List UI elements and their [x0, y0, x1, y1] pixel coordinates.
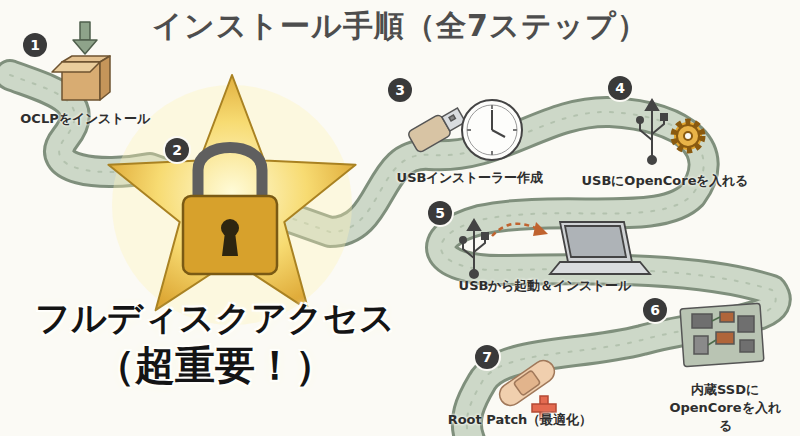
gear-icon-part [684, 132, 692, 140]
emphasis-text: フルディスクアクセス [30, 295, 400, 342]
circuit-board-icon-part [694, 336, 708, 354]
box-icon-part [80, 22, 90, 40]
clock-icon-part [467, 105, 517, 155]
box-icon [52, 22, 110, 100]
step-number: 1 [23, 33, 47, 57]
winding-road-part [10, 75, 776, 436]
clock-icon-part [491, 105, 493, 109]
padlock-keyhole [222, 232, 238, 256]
step-number: 3 [388, 78, 412, 102]
callout-number: 1 [30, 37, 40, 53]
clock-icon-part [492, 130, 505, 137]
usb-symbol-part [646, 100, 658, 110]
circuit-board-icon [680, 303, 764, 366]
usb-stick-icon-part [449, 115, 455, 121]
callout-number: 5 [435, 205, 445, 221]
star-outline [108, 75, 355, 310]
box-icon-part [52, 62, 100, 72]
step-label: Root Patch（最適化） [420, 411, 620, 429]
laptop-icon-part [550, 262, 650, 274]
gear-icon-part [674, 122, 702, 150]
clock-icon-part [513, 129, 517, 131]
dashed-arrow-part [492, 224, 540, 236]
circuit-board-icon-part [720, 312, 734, 322]
bandage-icon [495, 356, 558, 420]
diagram-title: インストール手順（全7ステップ） [0, 6, 800, 47]
step-label: USBから起動＆インストール [425, 277, 665, 295]
usb-symbol-part [460, 237, 466, 243]
step-number: 4 [608, 76, 632, 100]
dashed-arrow-part [533, 222, 548, 236]
usb-symbol-part [468, 220, 480, 230]
bandage-icon-part [513, 370, 540, 396]
callout-number: 6 [650, 302, 660, 318]
step-number: 5 [428, 201, 452, 225]
usb-stick-icon [407, 105, 467, 154]
usb-symbol-part [640, 122, 652, 140]
emphasis-text: （超重要！） [30, 338, 400, 393]
circuit-board-icon-part [680, 303, 764, 366]
gear-icon [674, 122, 702, 150]
usb-symbol-part [474, 238, 485, 252]
usb-symbol-part [648, 156, 656, 164]
step-label: USBインストーラー作成 [360, 169, 580, 187]
callout-number: 4 [615, 80, 625, 96]
usb-symbol-part [637, 117, 643, 123]
clock-icon-part [491, 110, 493, 130]
laptop-icon-part [560, 222, 632, 262]
usb-symbol-part [473, 228, 475, 272]
step-label: OCLPをインストール [0, 110, 185, 128]
circuit-board-icon-part [708, 340, 716, 345]
circuit-board-icon-part [738, 316, 754, 332]
winding-road [10, 75, 776, 436]
step-number: 7 [475, 345, 499, 369]
dashed-arrow [492, 222, 548, 236]
bandage-icon-part [532, 404, 556, 412]
laptop-icon-part [565, 226, 626, 257]
usb-symbol-part [661, 114, 667, 120]
padlock-shackle [198, 148, 262, 201]
box-icon-part [100, 56, 110, 100]
usb-symbol [637, 100, 667, 164]
padlock-body [183, 196, 277, 274]
box-icon-part [73, 40, 97, 54]
circuit-board-icon-part [712, 317, 720, 321]
usb-symbol [460, 220, 488, 278]
usb-symbol-part [463, 242, 474, 258]
step-label: 内蔵SSDに OpenCoreを入れる [665, 381, 785, 435]
callout-number: 7 [482, 349, 492, 365]
bandage-icon-part [495, 356, 558, 410]
clock-icon-part [491, 151, 493, 155]
clock-icon-part [462, 100, 522, 160]
usb-symbol-part [470, 270, 478, 278]
winding-road-part [10, 75, 776, 436]
circuit-board-icon-part [692, 314, 712, 328]
step-label: USBにOpenCoreを入れる [555, 172, 775, 190]
gear-icon-part [677, 125, 699, 147]
usb-symbol-part [482, 233, 488, 239]
winding-road-part [10, 75, 776, 436]
callout-number: 3 [395, 82, 405, 98]
laptop-icon [550, 222, 650, 274]
clock-icon-part [467, 129, 471, 131]
circuit-board-icon-part [740, 340, 754, 352]
callout-number: 2 [172, 142, 182, 158]
step-number: 2 [165, 138, 189, 162]
clock-icon [462, 100, 522, 160]
circuit-board-icon-part [716, 332, 734, 344]
step-number: 6 [643, 298, 667, 322]
